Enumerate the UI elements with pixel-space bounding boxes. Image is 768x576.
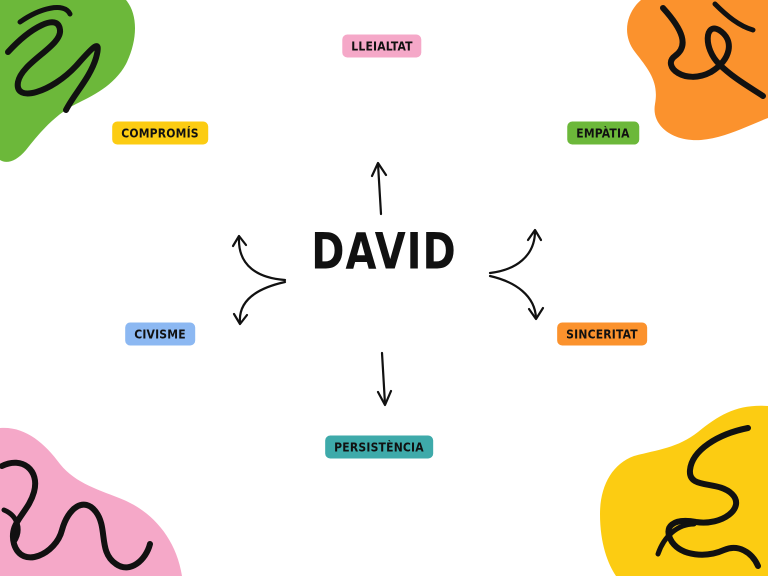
center-title: DAVID bbox=[311, 223, 457, 281]
label-compromis: COMPROMÍS bbox=[112, 121, 208, 145]
label-empatia: EMPÀTIA bbox=[567, 121, 639, 145]
arrow-left-upper bbox=[231, 234, 287, 282]
label-lleialtat: LLEIALTAT bbox=[342, 34, 422, 58]
label-persistencia: PERSISTÈNCIA bbox=[325, 435, 433, 459]
arrow-down bbox=[376, 351, 393, 407]
yellow-blob-decoration bbox=[600, 405, 768, 576]
label-civisme: CIVISME bbox=[125, 322, 195, 346]
orange-blob-decoration bbox=[627, 0, 768, 141]
arrow-left-lower bbox=[232, 280, 287, 326]
green-blob-decoration bbox=[0, 0, 135, 162]
arrow-right-upper bbox=[488, 228, 543, 275]
label-sinceritat: SINCERITAT bbox=[557, 322, 647, 346]
arrow-right-lower bbox=[488, 274, 545, 321]
pink-blob-decoration bbox=[0, 427, 182, 576]
arrow-up bbox=[370, 161, 388, 216]
